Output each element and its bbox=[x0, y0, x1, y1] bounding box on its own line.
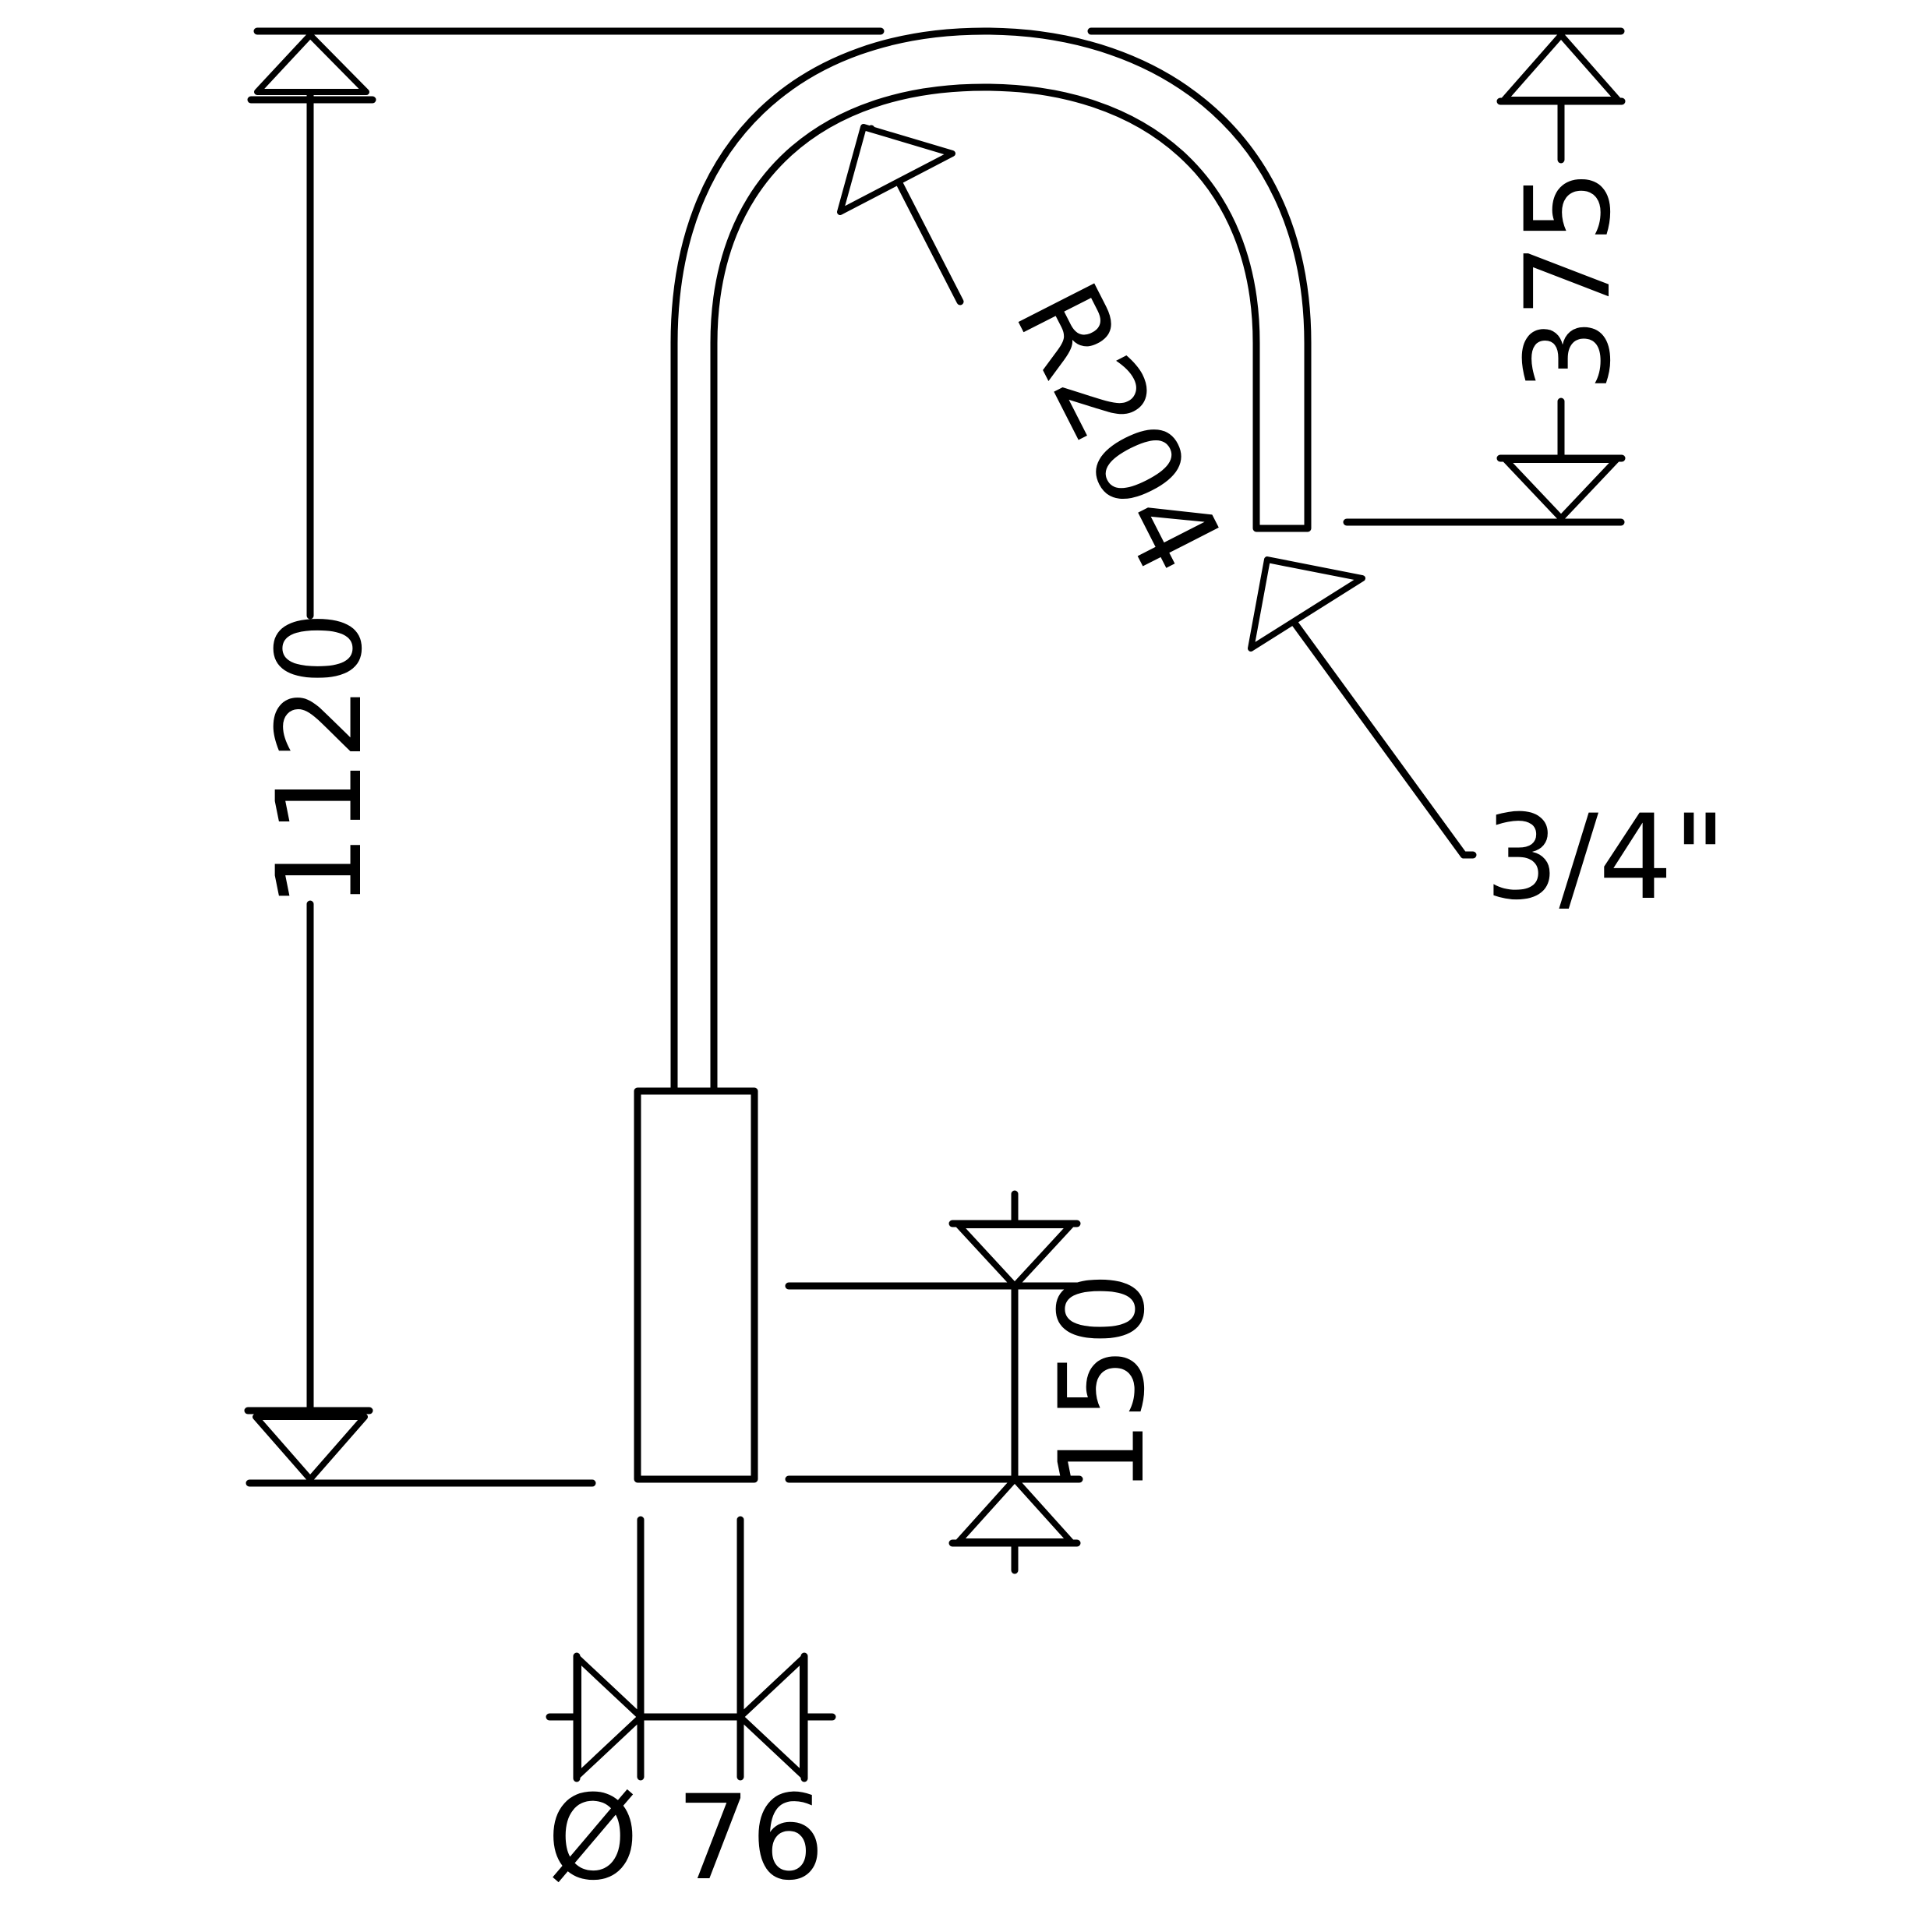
dimension-base-height: 150 bbox=[785, 1190, 1171, 1574]
faucet-outline bbox=[634, 27, 1312, 1483]
dimension-base-diameter: Ø 76 bbox=[546, 1516, 836, 1906]
label-spout-drop: 375 bbox=[1501, 169, 1637, 392]
label-bend-radius: R204 bbox=[988, 263, 1247, 595]
dimension-total-height: 1120 bbox=[244, 27, 885, 1487]
base-cylinder bbox=[634, 1087, 758, 1483]
dimension-spout-drop: 375 bbox=[1087, 27, 1637, 526]
spout-outer-contour bbox=[670, 27, 1312, 1095]
leader-bend-radius: R204 bbox=[837, 124, 1247, 595]
label-base-height: 150 bbox=[1035, 1272, 1171, 1495]
label-total-height: 1120 bbox=[253, 611, 388, 909]
label-base-diameter: Ø 76 bbox=[547, 1771, 825, 1906]
leader-outlet-thread: 3/4" bbox=[1248, 556, 1726, 926]
label-outlet-thread: 3/4" bbox=[1485, 790, 1726, 926]
